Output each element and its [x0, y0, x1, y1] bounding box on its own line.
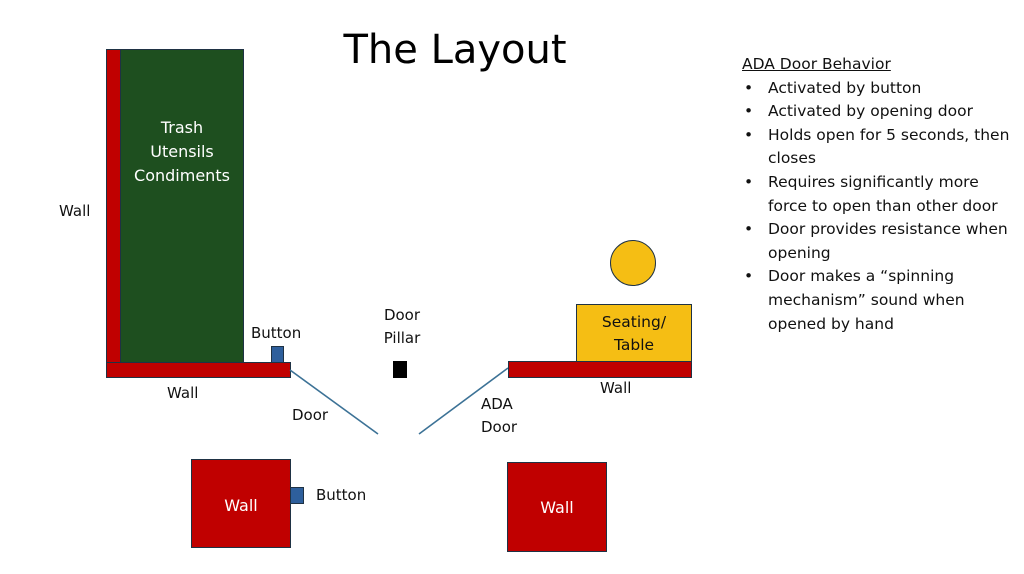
door-pillar-label-line1: Door [383, 306, 421, 324]
bottom-right-wall-label: Wall [540, 498, 574, 517]
door-pillar [393, 361, 407, 378]
station-label-condiments: Condiments [134, 166, 230, 185]
ada-behavior-heading: ADA Door Behavior [742, 55, 891, 73]
station-label-utensils: Utensils [150, 142, 214, 161]
ada-door-line [418, 367, 509, 435]
list-item: Activated by opening door [742, 100, 1017, 124]
door-button-top [271, 346, 284, 363]
right-wall-label: Wall [600, 379, 632, 397]
bottom-left-wall-block: Wall [191, 459, 291, 548]
bottom-right-wall-block: Wall [507, 462, 607, 552]
seating-label-line2: Table [613, 336, 655, 354]
station-label-trash: Trash [160, 118, 204, 137]
ada-door-label-line2: Door [481, 418, 518, 436]
list-item: Door provides resistance when opening [742, 218, 1017, 265]
bottom-left-wall-label: Wall [224, 496, 258, 515]
ada-behavior-panel: ADA Door Behavior Activated by button Ac… [742, 53, 1017, 336]
list-item: Door makes a “spinning mechanism” sound … [742, 265, 1017, 336]
left-wall-label: Wall [59, 202, 91, 220]
list-item: Activated by button [742, 77, 1017, 101]
button-bottom-label: Button [316, 486, 367, 504]
door-button-bottom [290, 487, 304, 504]
door-pillar-label-line2: Pillar [383, 329, 421, 347]
ada-door-label-line1: ADA [481, 395, 513, 413]
list-item: Holds open for 5 seconds, then closes [742, 124, 1017, 171]
lower-left-wall-label: Wall [167, 384, 199, 402]
ada-behavior-list: Activated by button Activated by opening… [742, 77, 1017, 337]
seating-label-line1: Seating/ [601, 313, 667, 331]
right-wall [508, 361, 692, 378]
door-label: Door [292, 406, 329, 424]
trash-utensils-condiments-station: Trash Utensils Condiments [120, 49, 244, 365]
seat-circle [610, 240, 656, 286]
button-top-label: Button [251, 324, 302, 342]
seating-table: Seating/ Table [576, 304, 692, 363]
slide-title: The Layout [343, 27, 567, 73]
list-item: Requires significantly more force to ope… [742, 171, 1017, 218]
door-line [289, 369, 379, 435]
